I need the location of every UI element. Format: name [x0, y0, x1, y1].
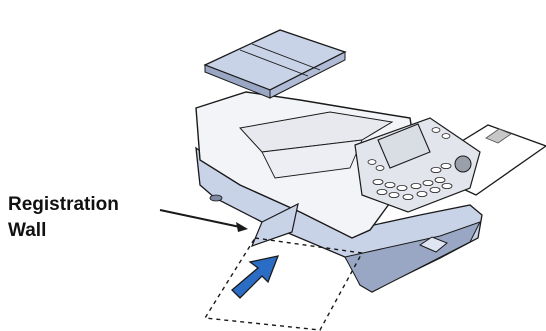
callout-line-2: Wall [8, 218, 119, 244]
callout-line-1: Registration [8, 192, 119, 218]
start-key [455, 156, 471, 172]
top-tray [205, 30, 345, 98]
push-arrow-icon [232, 256, 278, 298]
callout-arrow-icon [160, 210, 248, 232]
callout-label: Registration Wall [8, 192, 119, 244]
